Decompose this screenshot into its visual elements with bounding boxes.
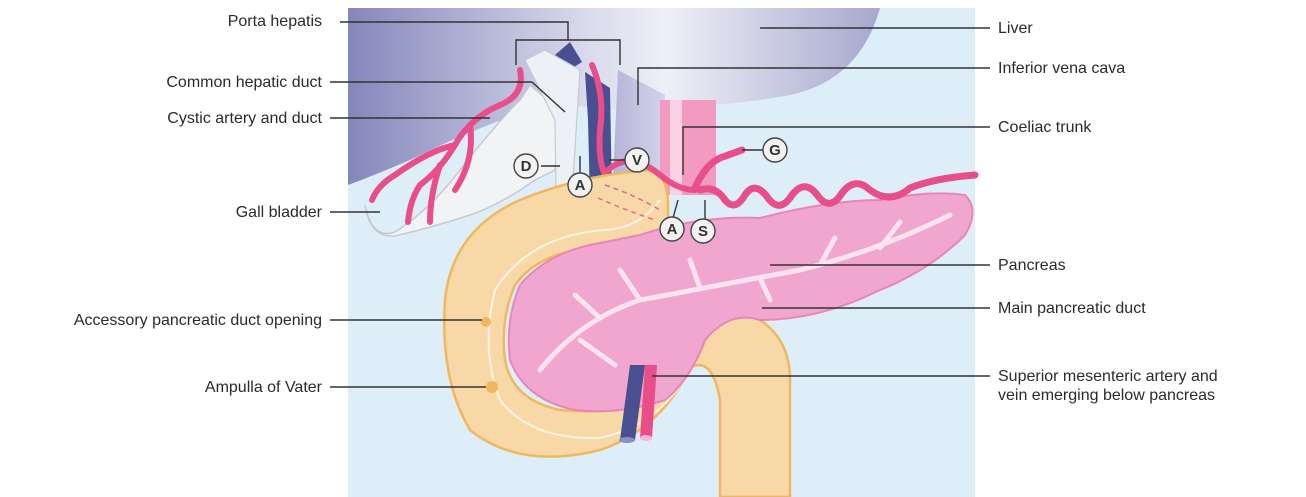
marker-v: V — [625, 148, 649, 172]
label-inferior-vena-cava: Inferior vena cava — [998, 59, 1125, 78]
svg-text:G: G — [769, 142, 781, 159]
svg-text:A: A — [667, 221, 678, 238]
label-main-pancreatic-duct: Main pancreatic duct — [998, 299, 1146, 318]
label-sma-line2: vein emerging below pancreas — [998, 386, 1215, 405]
label-accessory-duct-opening: Accessory pancreatic duct opening — [74, 311, 322, 330]
svg-text:V: V — [632, 152, 642, 169]
accessory-duct-opening — [481, 317, 491, 327]
marker-d: D — [514, 154, 538, 178]
marker-a-coeliac: A — [660, 217, 684, 241]
label-coeliac-trunk: Coeliac trunk — [998, 118, 1091, 137]
label-ampulla-of-vater: Ampulla of Vater — [205, 378, 322, 397]
label-gall-bladder: Gall bladder — [236, 203, 322, 222]
ampulla-of-vater — [486, 381, 498, 393]
label-common-hepatic-duct: Common hepatic duct — [166, 73, 322, 92]
marker-g: G — [763, 138, 787, 162]
label-porta-hepatis: Porta hepatis — [228, 12, 322, 31]
label-liver: Liver — [998, 19, 1033, 38]
svg-text:S: S — [698, 223, 708, 240]
svg-text:A: A — [575, 177, 586, 194]
marker-a-duodenal: A — [568, 173, 592, 197]
marker-s: S — [691, 219, 715, 243]
label-pancreas: Pancreas — [998, 256, 1066, 275]
svg-text:D: D — [521, 158, 532, 175]
label-sma-line1: Superior mesenteric artery and — [998, 367, 1218, 386]
label-cystic-artery-duct: Cystic artery and duct — [167, 109, 322, 128]
